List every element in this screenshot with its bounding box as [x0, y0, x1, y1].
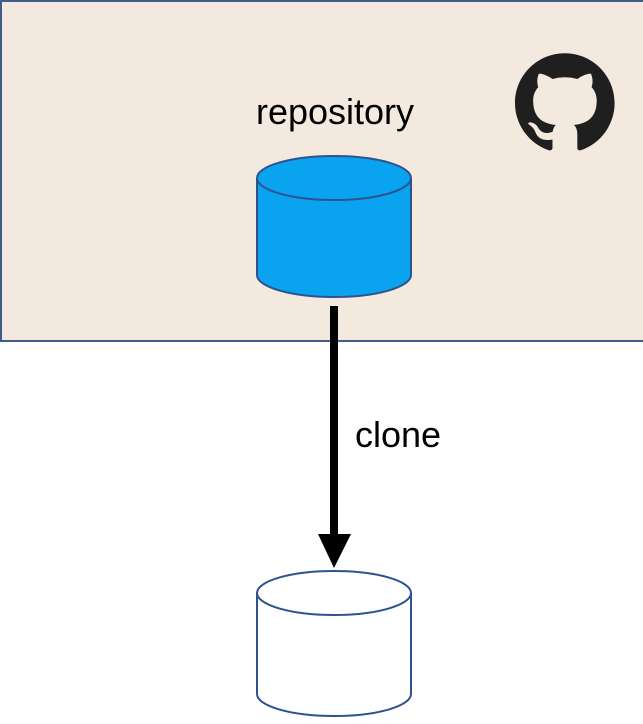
local-repository-cylinder	[256, 570, 412, 717]
repository-label: repository	[256, 91, 414, 132]
clone-label: clone	[355, 414, 441, 455]
github-icon	[515, 53, 615, 151]
remote-repository-cylinder	[256, 155, 412, 298]
clone-arrow-head	[318, 534, 351, 568]
